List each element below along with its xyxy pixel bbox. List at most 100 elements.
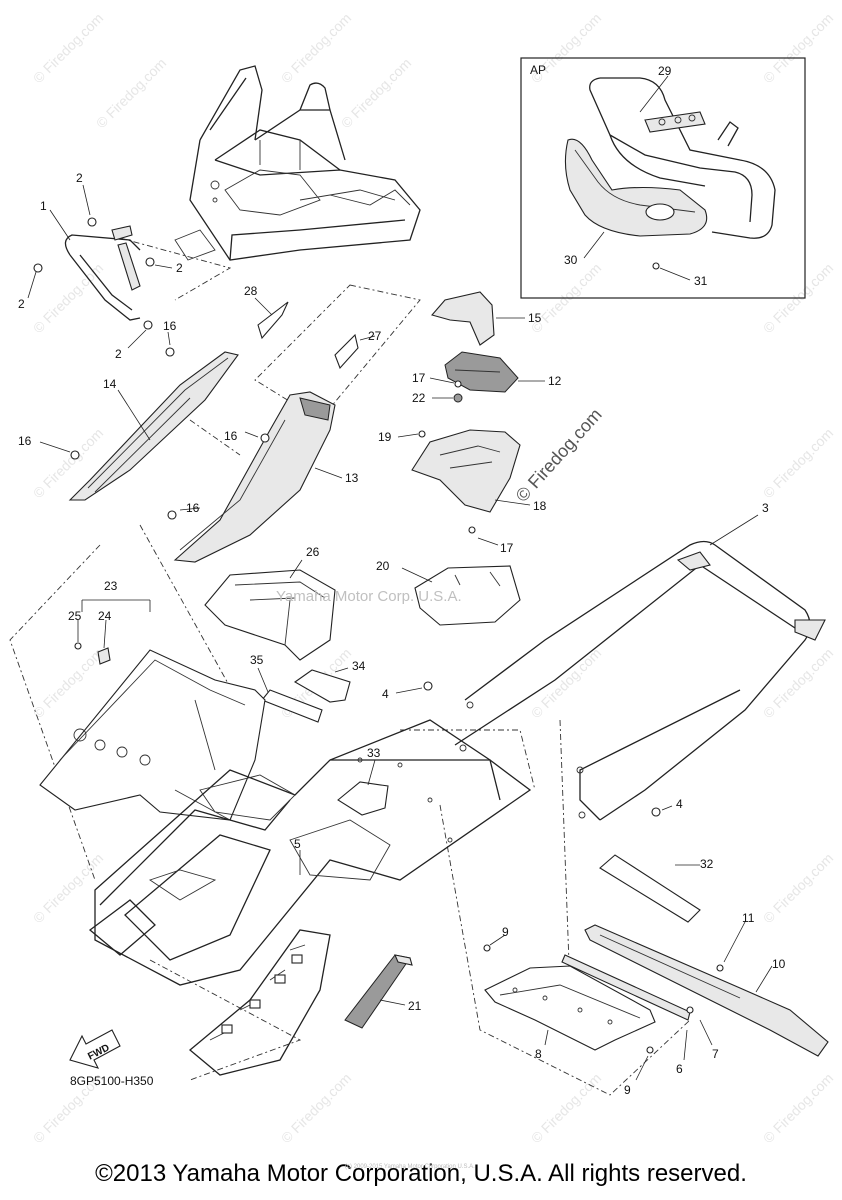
plate-part-33 [337, 781, 389, 816]
dashed-guide [119, 237, 232, 301]
callout-20: 20 [376, 559, 390, 573]
side-cover-part-14 [68, 351, 239, 501]
screw-icon [74, 642, 82, 650]
dashed-guide [149, 959, 302, 1081]
inset-label: AP [530, 63, 546, 77]
dashed-guide [9, 544, 101, 881]
callout-2: 2 [18, 297, 25, 311]
callout-15: 15 [528, 311, 542, 325]
callout-17: 17 [500, 541, 514, 555]
callout-33: 33 [367, 746, 381, 760]
callout-29: 29 [658, 64, 672, 78]
decal-part-32 [599, 854, 701, 923]
callout-26: 26 [306, 545, 320, 559]
callout-35: 35 [250, 653, 264, 667]
callout-13: 13 [345, 471, 359, 485]
bracket-part-12 [444, 351, 519, 393]
screw-icon [686, 1006, 694, 1014]
callout-2: 2 [76, 171, 83, 185]
callout-32: 32 [700, 857, 714, 871]
callout-4: 4 [676, 797, 683, 811]
footer-copyright: ©2013 Yamaha Motor Corporation, U.S.A. A… [95, 1160, 747, 1187]
callout-9: 9 [624, 1083, 631, 1097]
callout-6: 6 [676, 1062, 683, 1076]
fastener-icon [260, 433, 270, 443]
callout-14: 14 [103, 377, 117, 391]
callout-2: 2 [115, 347, 122, 361]
bumper-pad-part-21 [344, 954, 413, 1029]
taillight-cover-part-15 [431, 291, 495, 346]
running-board-assembly [88, 899, 331, 1076]
pad-part-35 [261, 689, 323, 723]
screw-icon [716, 964, 724, 972]
callout-25: 25 [68, 609, 82, 623]
side-cover-part-13 [173, 391, 336, 563]
bolt-icon [143, 320, 153, 330]
callout-5: 5 [294, 837, 301, 851]
callout-30: 30 [564, 253, 578, 267]
callout-4: 4 [382, 687, 389, 701]
footer-fine-print: (c) 2009-2015 Yamaha Motor Corporation U… [345, 1164, 475, 1170]
callout-1: 1 [40, 199, 47, 213]
bolt-icon [652, 262, 660, 270]
fastener-icon [165, 347, 175, 357]
inset-ap: AP 29 30 31 [520, 57, 806, 299]
main-frame-assembly [174, 65, 421, 261]
dashed-guide [139, 524, 241, 706]
tunnel-frame-part-5 [94, 719, 532, 986]
bolt-icon [87, 217, 97, 227]
fastener-icon [70, 450, 80, 460]
callout-11: 11 [742, 911, 755, 925]
heat-shield-part-23 [39, 649, 266, 821]
callout-22: 22 [412, 391, 426, 405]
callout-3: 3 [762, 501, 769, 515]
screw-icon [418, 430, 426, 438]
screw-icon [468, 526, 476, 534]
bolt-icon [33, 263, 43, 273]
inset-bumper-29 [589, 77, 776, 239]
callout-2: 2 [176, 261, 183, 275]
screw-icon [646, 1046, 654, 1054]
bolt-icon [651, 807, 661, 817]
callout-31: 31 [694, 274, 708, 288]
flap-bracket-part-8 [484, 965, 656, 1051]
snow-flap-part-10 [584, 924, 829, 1057]
dashed-guide [439, 804, 691, 1096]
callout-21: 21 [408, 999, 422, 1013]
callout-16: 16 [163, 319, 177, 333]
callout-18: 18 [533, 499, 547, 513]
front-bumper-part-1 [64, 225, 141, 321]
callout-24: 24 [98, 609, 112, 623]
callout-34: 34 [352, 659, 366, 673]
heat-shield-part-20 [414, 565, 521, 626]
callout-27: 27 [368, 329, 382, 343]
tool-box-part-26 [204, 569, 336, 661]
callout-12: 12 [548, 374, 562, 388]
screw-icon [483, 944, 491, 952]
callout-17: 17 [412, 371, 426, 385]
callout-28: 28 [244, 284, 258, 298]
callout-16: 16 [186, 501, 200, 515]
callout-8: 8 [535, 1047, 542, 1061]
watermark-center-yamaha: Yamaha Motor Corp. U.S.A. [276, 588, 462, 605]
inset-skid-plate-30 [564, 138, 708, 237]
pad-part-34 [293, 669, 351, 703]
callout-16: 16 [224, 429, 238, 443]
callout-19: 19 [378, 430, 392, 444]
callout-7: 7 [712, 1047, 719, 1061]
decal-part-28 [257, 301, 289, 340]
inset-frame [520, 57, 806, 299]
rear-bumper-part-3 [454, 540, 826, 821]
bolt-icon [145, 257, 155, 267]
callout-10: 10 [772, 957, 786, 971]
dashed-guide [189, 419, 241, 456]
callout-9: 9 [502, 925, 509, 939]
fwd-arrow-icon: FWD [69, 1029, 121, 1069]
screw-icon [454, 380, 462, 388]
strip-part-7 [561, 954, 691, 1021]
diagram-code: 8GP5100-H350 [70, 1074, 154, 1088]
mudflap-bracket-part-18 [411, 429, 521, 513]
clip-icon [97, 647, 111, 665]
nut-icon [453, 393, 463, 403]
exploded-parts-diagram: AP 29 30 31 [9, 57, 829, 1097]
